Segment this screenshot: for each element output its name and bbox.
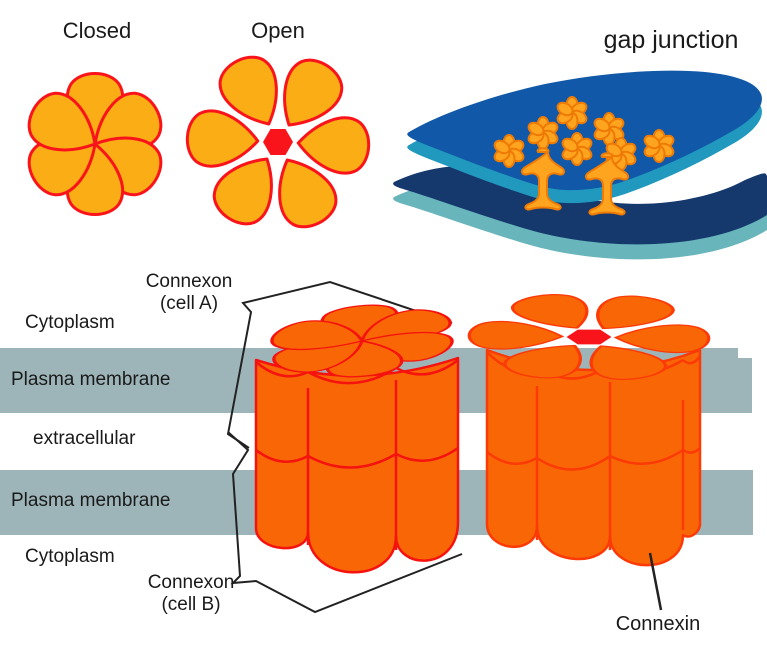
connexon-a-line2: (cell A) <box>159 292 219 314</box>
cytoplasm-bottom-label: Cytoplasm <box>25 546 115 567</box>
open-connexon-top-face <box>465 288 713 386</box>
bottom-membrane-sheet <box>393 165 767 245</box>
gap-junction-label: gap junction <box>603 26 739 54</box>
closed-connexon-body <box>254 356 460 574</box>
brackets <box>226 280 463 614</box>
open-pore-center <box>263 129 293 155</box>
plasma-membrane-top-label: Plasma membrane <box>11 369 171 390</box>
connexin-label: Connexin <box>615 613 701 635</box>
closed-connexon-icon <box>18 72 172 216</box>
open-connexon-icon <box>184 47 372 237</box>
connexon-cell-b-label: Connexon (cell B) <box>148 572 235 616</box>
plasma-membrane-bottom-label: Plasma membrane <box>11 490 171 511</box>
gap-junction-3d-view <box>393 70 767 260</box>
connexon-b-line2: (cell B) <box>161 593 221 615</box>
closed-label: Closed <box>62 18 132 43</box>
connexin-pointer-line <box>648 552 663 611</box>
extracellular-label: extracellular <box>33 428 136 449</box>
connexon-a-line1: Connexon <box>145 271 233 292</box>
closed-connexon-seams <box>255 359 459 550</box>
bracket-cell-b <box>227 431 463 614</box>
connexon-pair-closed <box>254 300 466 574</box>
cytoplasm-top-label: Cytoplasm <box>25 312 115 333</box>
open-label: Open <box>251 18 305 43</box>
connexon-pair-open <box>465 288 713 567</box>
connexon-cell-a-label: Connexon (cell A) <box>146 271 233 315</box>
connexon-b-line1: Connexon <box>147 572 235 593</box>
